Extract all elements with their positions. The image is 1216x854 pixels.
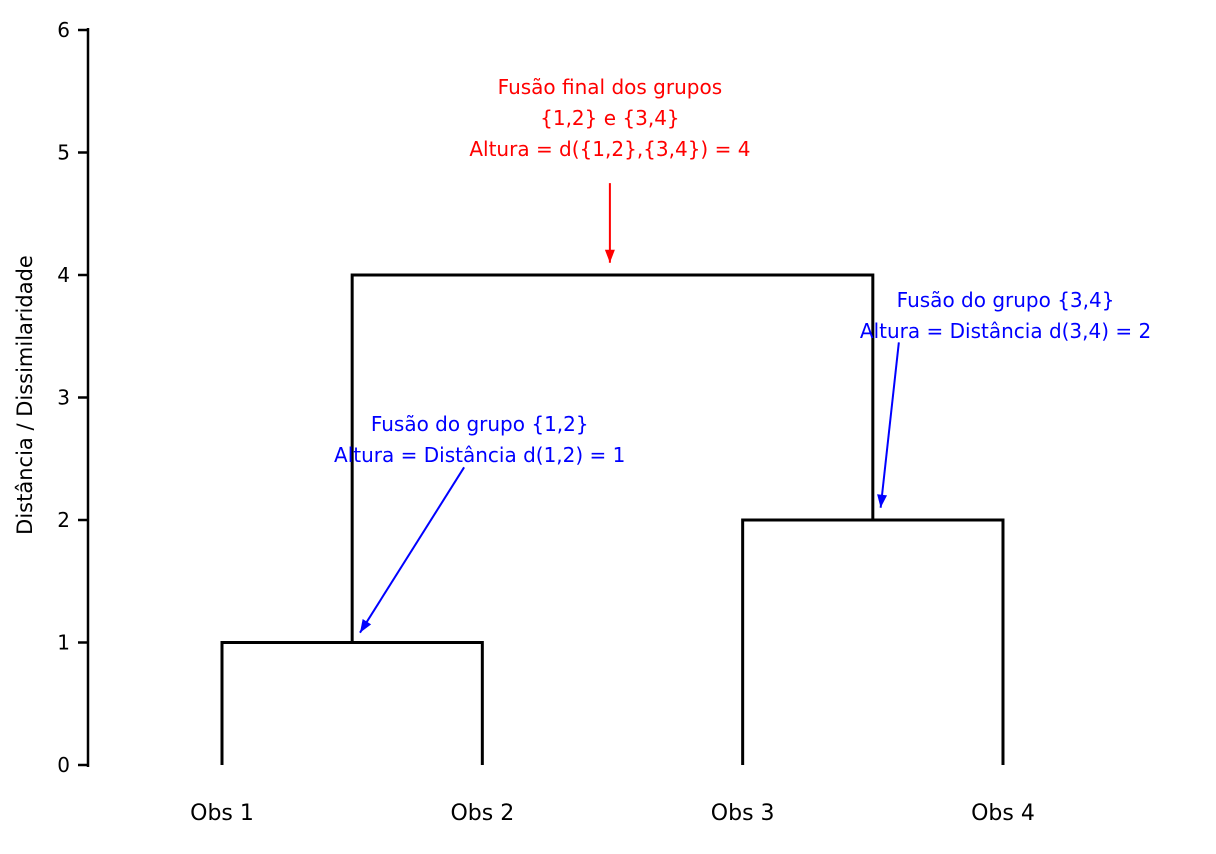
y-tick-label: 6 (57, 18, 70, 42)
annotation-line: Fusão final dos grupos (497, 74, 723, 99)
annotation-final-merge: Fusão final dos grupos {1,2} e {3,4} Alt… (469, 72, 750, 165)
dendrogram-link (741, 518, 1005, 765)
annotation-arrowhead (604, 249, 615, 263)
leaf-label-obs2: Obs 2 (450, 801, 515, 826)
dendrogram-link (350, 273, 875, 643)
leaf-label-obs1: Obs 1 (190, 801, 254, 826)
y-tick-label: 2 (57, 508, 70, 532)
annotation-arrowhead (359, 619, 372, 633)
y-tick-label: 0 (57, 753, 70, 777)
annotation-merge-12: Fusão do grupo {1,2} Altura = Distância … (334, 409, 625, 471)
annotation-arrow (359, 466, 465, 634)
annotation-line: Altura = Distância d(3,4) = 2 (859, 318, 1152, 343)
y-axis-title: Distância / Dissimilaridade (13, 255, 37, 535)
annotation-merge-34: Fusão do grupo {3,4} Altura = Distância … (860, 285, 1151, 347)
annotation-line: Fusão do grupo {3,4} (896, 287, 1115, 312)
y-tick-label: 4 (57, 263, 70, 287)
y-tick-label: 5 (57, 141, 70, 165)
annotation-arrow (879, 342, 900, 508)
y-tick-label: 1 (57, 631, 70, 655)
annotation-arrowhead (877, 494, 888, 508)
leaf-label-obs4: Obs 4 (971, 801, 1035, 826)
annotation-line: Altura = Distância d(1,2) = 1 (334, 442, 626, 467)
dendrogram-link (220, 641, 484, 765)
annotation-line: Fusão do grupo {1,2} (370, 411, 589, 436)
annotation-line: {1,2} e {3,4} (540, 105, 680, 130)
y-tick-label: 3 (57, 386, 70, 410)
annotation-line: Altura = d({1,2},{3,4}) = 4 (469, 136, 751, 161)
leaf-label-obs3: Obs 3 (710, 801, 775, 826)
